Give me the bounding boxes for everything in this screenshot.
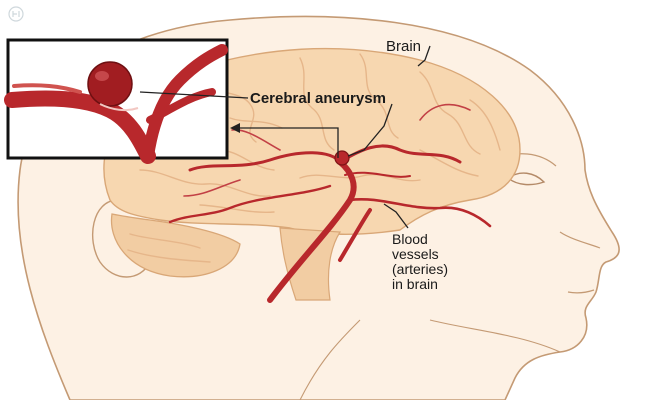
blood-vessels-label-line: vessels: [392, 246, 439, 262]
vessels-pointer: [383, 203, 409, 229]
pointer-lines: [139, 45, 431, 229]
aneurysm-pointer-brain: [347, 103, 393, 157]
inset-link-arrowhead: [230, 123, 240, 133]
aneurysm-pointer-inset: [139, 91, 249, 99]
lip-line: [567, 289, 595, 294]
jaw-line: [429, 319, 561, 353]
watermark-logo-icon: [8, 6, 24, 22]
inset-detail: [4, 44, 228, 164]
blood-vessels-label-line: in brain: [392, 276, 438, 292]
nose-line: [559, 231, 601, 249]
cerebellum: [110, 213, 241, 278]
blood-vessels-label-line: (arteries): [392, 261, 449, 277]
brain-label: Brain: [386, 38, 422, 55]
neck-line: [299, 319, 361, 400]
brain-pointer: [417, 45, 431, 67]
ear: [92, 199, 151, 278]
eye: [506, 172, 546, 186]
blood-vessels-label-line: Blood: [392, 231, 428, 247]
vertebral-artery: [338, 208, 372, 262]
inset-link-line: [236, 127, 339, 158]
aneurysm-bulge: [334, 150, 350, 166]
blood-vessels-label: Blood vessels (arteries) in brain: [392, 232, 448, 292]
brain-stem: [279, 227, 342, 301]
cerebral-aneurysm-label: Cerebral aneurysm: [250, 90, 386, 107]
